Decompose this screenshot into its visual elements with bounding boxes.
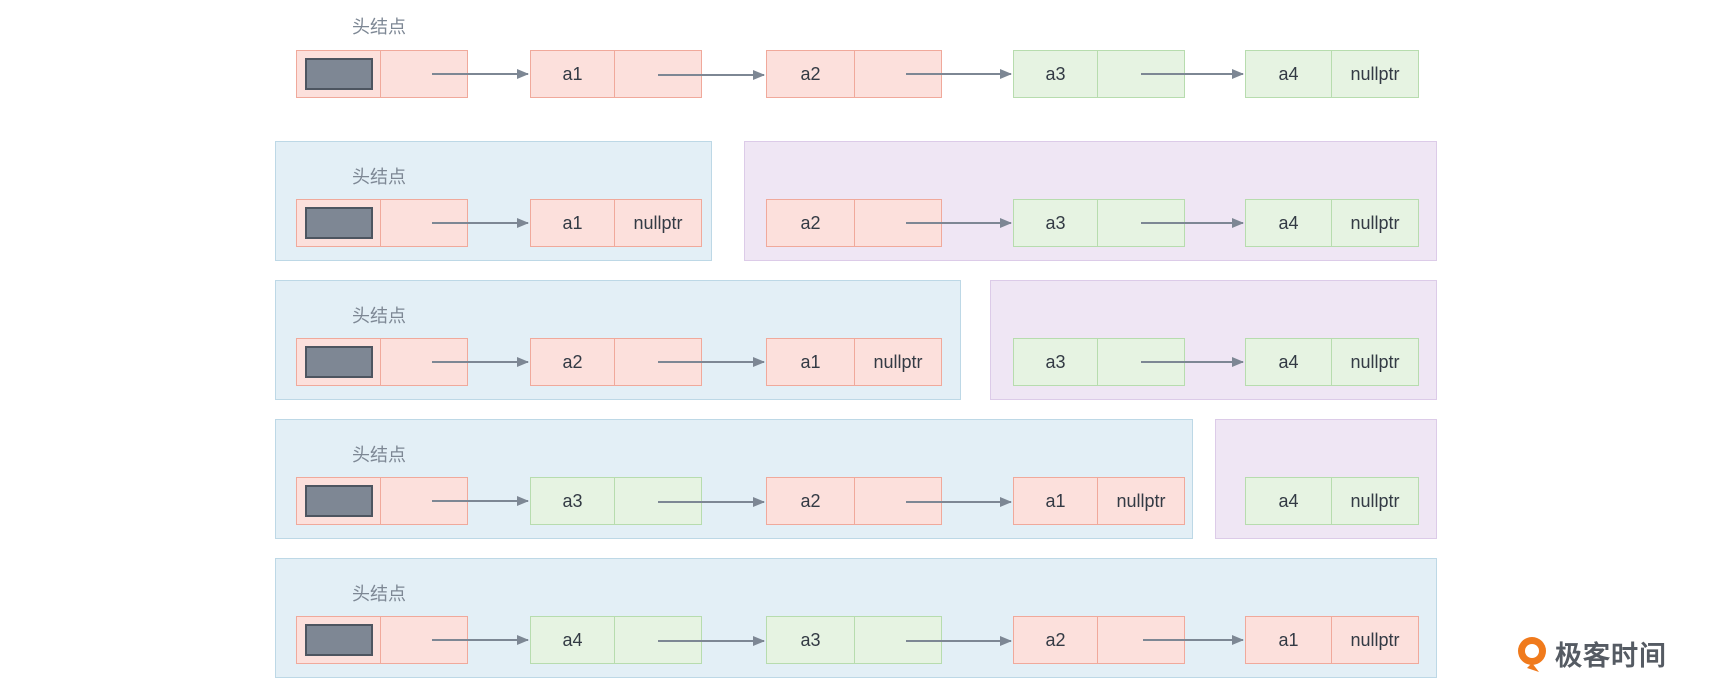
node-a4-row-4: a4 nullptr — [1245, 477, 1419, 525]
node-next — [1098, 51, 1184, 97]
geektime-logo: 极客时间 — [1515, 634, 1667, 673]
node-a3-row-5: a3 — [766, 616, 942, 664]
node-null: nullptr — [1350, 351, 1400, 372]
head-node-label-row-3: 头结点 — [352, 306, 406, 326]
node-next — [1098, 200, 1184, 246]
node-a3-row-2: a3 — [1013, 199, 1185, 247]
node-null: nullptr — [873, 351, 923, 372]
head-pointer-box — [304, 624, 373, 656]
node-next — [615, 617, 701, 663]
node-a1-row-1: a1 — [530, 50, 702, 98]
node-value: a4 — [1246, 478, 1332, 524]
node-value: a1 — [531, 200, 615, 246]
head-pointer-box — [304, 485, 373, 517]
head-node-row-1 — [296, 50, 468, 98]
node-value: a4 — [1246, 51, 1332, 97]
head-node-row-4 — [296, 477, 468, 525]
node-value: a1 — [767, 339, 855, 385]
node-value: a2 — [531, 339, 615, 385]
node-value: a1 — [531, 51, 615, 97]
head-node-row-3 — [296, 338, 468, 386]
node-a2-row-1: a2 — [766, 50, 942, 98]
node-next — [615, 51, 701, 97]
head-node-row-5 — [296, 616, 468, 664]
node-null: nullptr — [1116, 490, 1166, 511]
node-null: nullptr — [1350, 63, 1400, 84]
node-value: a3 — [531, 478, 615, 524]
node-value: a3 — [1014, 339, 1098, 385]
node-value: a3 — [1014, 51, 1098, 97]
node-null: nullptr — [633, 212, 683, 233]
node-a2-row-4: a2 — [766, 477, 942, 525]
geektime-logo-icon — [1518, 636, 1546, 672]
node-value: a1 — [1246, 617, 1332, 663]
node-a1-row-2: a1 nullptr — [530, 199, 702, 247]
node-value: a1 — [1014, 478, 1098, 524]
node-a1-row-3: a1 nullptr — [766, 338, 942, 386]
node-value: a4 — [1246, 200, 1332, 246]
node-value: a3 — [767, 617, 855, 663]
logo-text: 极客时间 — [1555, 641, 1667, 671]
node-next — [855, 51, 941, 97]
head-node-label-row-5: 头结点 — [352, 584, 406, 604]
node-next — [615, 339, 701, 385]
node-a3-row-1: a3 — [1013, 50, 1185, 98]
node-a2-row-5: a2 — [1013, 616, 1185, 664]
node-a4-row-3: a4 nullptr — [1245, 338, 1419, 386]
head-node-label-row-2: 头结点 — [352, 167, 406, 187]
node-a3-row-4: a3 — [530, 477, 702, 525]
node-value: a2 — [1014, 617, 1098, 663]
node-a1-row-5: a1 nullptr — [1245, 616, 1419, 664]
node-value: a2 — [767, 200, 855, 246]
node-value: a3 — [1014, 200, 1098, 246]
node-a4-row-5: a4 — [530, 616, 702, 664]
node-null: nullptr — [1350, 490, 1400, 511]
node-a3-row-3: a3 — [1013, 338, 1185, 386]
node-null: nullptr — [1350, 629, 1400, 650]
node-a4-row-1: a4 nullptr — [1245, 50, 1419, 98]
node-value: a4 — [531, 617, 615, 663]
node-next — [1098, 617, 1184, 663]
node-null: nullptr — [1350, 212, 1400, 233]
head-pointer-box — [304, 207, 373, 239]
node-next — [615, 478, 701, 524]
node-next — [855, 200, 941, 246]
head-node-row-2 — [296, 199, 468, 247]
node-next — [855, 478, 941, 524]
head-node-label-row-4: 头结点 — [352, 445, 406, 465]
node-next — [1098, 339, 1184, 385]
node-next — [855, 617, 941, 663]
node-a4-row-2: a4 nullptr — [1245, 199, 1419, 247]
head-node-label-row-1: 头结点 — [352, 17, 406, 37]
head-pointer-box — [304, 346, 373, 378]
node-value: a4 — [1246, 339, 1332, 385]
node-value: a2 — [767, 51, 855, 97]
node-a2-row-3: a2 — [530, 338, 702, 386]
head-pointer-box — [304, 58, 373, 90]
node-a2-row-2: a2 — [766, 199, 942, 247]
node-a1-row-4: a1 nullptr — [1013, 477, 1185, 525]
node-value: a2 — [767, 478, 855, 524]
